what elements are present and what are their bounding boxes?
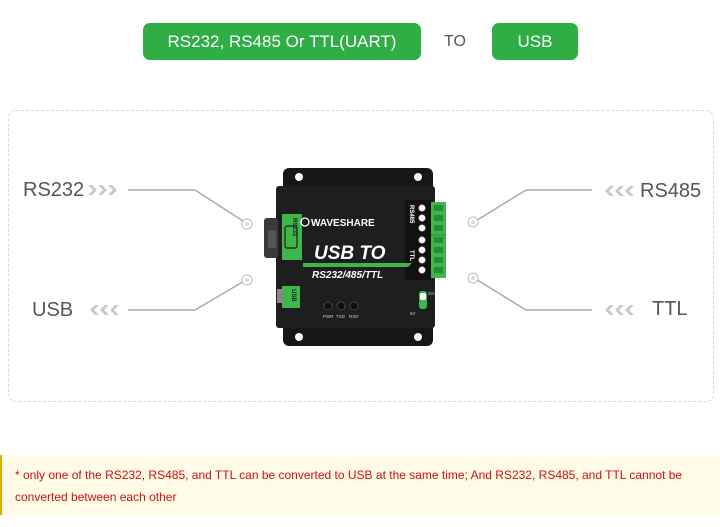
source-interfaces-badge: RS232, RS485 Or TTL(UART) [143,23,421,60]
port-usb-label: USB [290,289,296,302]
label-usb: USB [32,299,74,321]
to-label: TO [444,32,466,50]
device-title: USB TO [314,243,386,264]
connector-rs485 [473,189,592,223]
terminal-ttl-label: TTL [408,250,414,261]
connector-usb [128,279,247,311]
label-rs232: RS232 [23,179,85,201]
rs485-arrow-icon [605,186,634,196]
connector-rs232 [128,189,247,224]
rs232-arrow-icon [88,185,117,195]
note-box [0,455,720,515]
note-accent-bar [0,455,2,515]
conversion-note: * only one of the RS232, RS485, and TTL … [15,468,683,504]
ttl-arrow-icon [605,305,634,315]
diagram-panel [8,110,714,402]
port-rs232-label: RS232 [291,218,297,237]
led-txd-label: TXD [336,314,346,319]
led-pwr-label: PWR [323,314,334,319]
device-brand: WAVESHARE [311,218,375,229]
switch-5v-label: 5V [410,311,416,316]
device-subtitle: RS232/485/TTL [312,270,383,281]
target-usb-badge: USB [492,23,578,60]
connector-ttl [473,277,592,311]
terminal-screws [418,204,426,274]
label-ttl: TTL [652,298,688,320]
switch-3v3-label: 3V3 [428,291,437,296]
usb-arrow-icon [90,305,119,315]
led-rxd-label: RXD [349,314,359,319]
title-underline [303,263,412,267]
label-rs485: RS485 [640,180,702,202]
waveshare-logo: WAVESHARE [300,217,375,229]
terminal-rs485-label: RS485 [408,205,414,224]
converter-device [264,168,446,346]
